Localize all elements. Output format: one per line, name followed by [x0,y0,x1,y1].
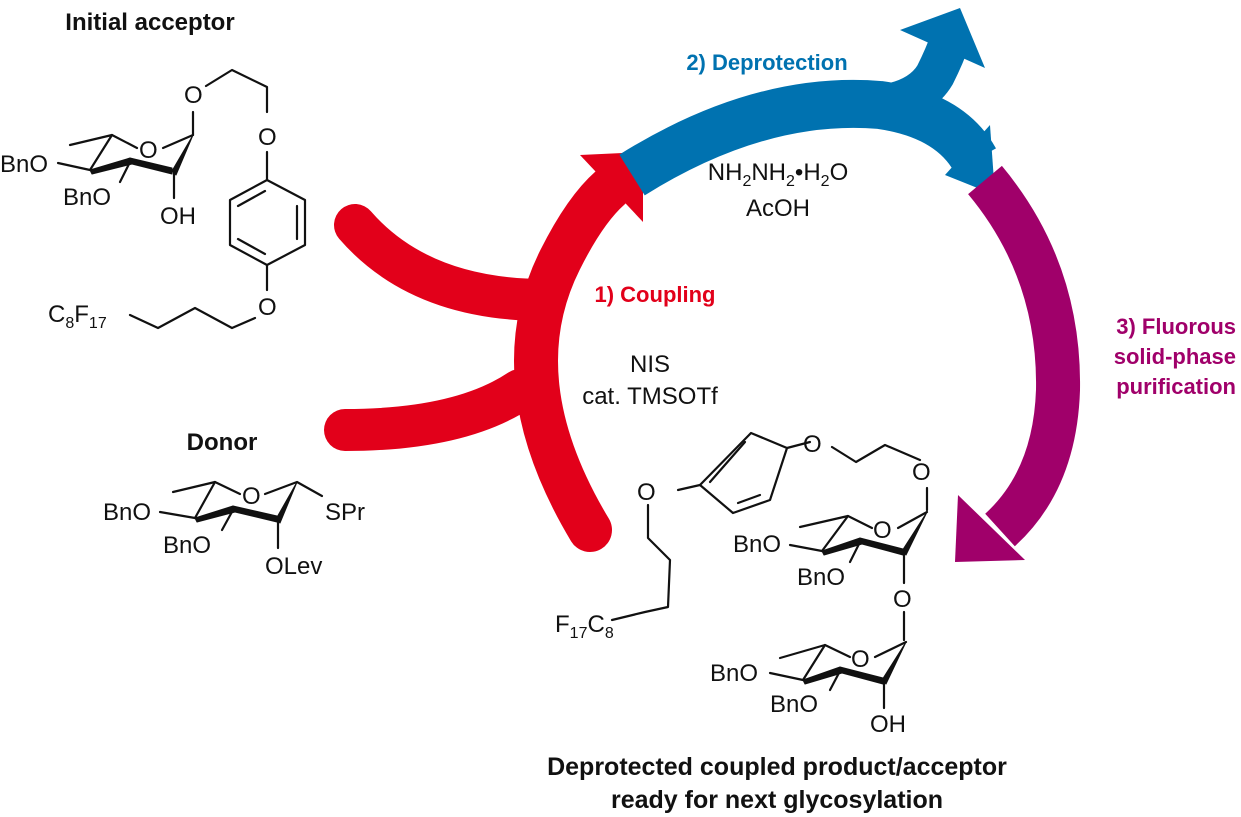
tag-f-sub: 17 [570,625,588,642]
product-ring-o-a: O [873,517,892,544]
product-structure: O O O BnO BnO O O BnO BnO O OH F17C8 [555,431,931,738]
purification-arrow [955,165,1081,562]
product-aryl-o: O [637,479,656,506]
formula-subscript: 2 [742,173,751,190]
product-fluorous-tag: F17C8 [555,611,614,642]
formula-subscript: 2 [786,173,795,190]
deprotection-reagent-hydrazine: NH2NH2•H2O [708,159,848,190]
donor-spr: SPr [325,499,365,526]
formula-part: NH [751,159,786,186]
step-deprotection-label: 2) Deprotection [686,50,847,75]
donor-structure: BnO BnO O SPr OLev [103,480,365,580]
deprotection-arrowhead-right [945,125,995,195]
coupling-branch-donor [324,369,541,451]
product-bno-3b: BnO [770,691,818,718]
product-glycosidic-o: O [912,459,931,486]
donor-ring-o: O [242,483,261,510]
deprotection-arrow [619,8,996,196]
purification-arrowhead [955,495,1025,562]
product-interglycosidic-o: O [893,586,912,613]
coupling-arrow [324,152,643,552]
product-caption-line2: ready for next glycosylation [611,786,943,814]
deprotection-branch-up [876,33,969,125]
acceptor-bno-4: BnO [0,151,48,178]
donor-label: Donor [187,429,258,456]
formula-subscript: 2 [821,173,830,190]
tag-f-sub: 17 [89,315,107,332]
product-bno-4b: BnO [710,660,758,687]
tag-c-sub: 8 [65,315,74,332]
acceptor-oh: OH [160,203,196,230]
acceptor-glycosidic-o: O [184,82,203,109]
product-bno-3a: BnO [797,564,845,591]
formula-part: •H [795,159,821,186]
deprotection-arc [619,79,996,196]
initial-acceptor-label: Initial acceptor [65,9,234,36]
deprotection-arrowhead-up [900,8,985,68]
acceptor-bno-3: BnO [63,184,111,211]
acceptor-ether-o: O [258,124,277,151]
acceptor-aryl-o: O [258,294,277,321]
acceptor-ring-o: O [139,137,158,164]
donor-bno-4: BnO [103,499,151,526]
product-bno-4a: BnO [733,531,781,558]
formula-part: O [830,159,849,186]
acceptor-fluorous-tag: C8F17 [48,301,107,332]
coupling-reagent-nis: NIS [630,351,670,378]
step-coupling-label: 1) Coupling [595,282,716,307]
deprotection-reagent-acoh: AcOH [746,195,810,222]
purification-arc [967,165,1081,547]
initial-acceptor-structure: BnO BnO OH O O O O C8F17 [0,68,307,332]
coupling-branch-acceptor [334,204,566,321]
coupling-main-arc [514,166,632,552]
step-purification-label-2: solid-phase [1114,344,1236,369]
formula-part: NH [708,159,743,186]
product-oh: OH [870,711,906,738]
product-caption-line1: Deprotected coupled product/acceptor [547,753,1007,781]
product-aryl-ether-o: O [803,431,822,458]
tag-f: F [74,301,89,328]
step-purification-label-3: purification [1116,374,1236,399]
step-purification-label-1: 3) Fluorous [1116,314,1236,339]
coupling-reagent-tmsotf: cat. TMSOTf [582,383,718,410]
donor-bno-3: BnO [163,532,211,559]
donor-olev: OLev [265,553,322,580]
tag-c-sub: 8 [605,625,614,642]
product-ring-o-b: O [851,646,870,673]
tag-c: C [587,611,604,638]
coupling-arrowhead [580,152,643,222]
tag-f: F [555,611,570,638]
tag-c: C [48,301,65,328]
